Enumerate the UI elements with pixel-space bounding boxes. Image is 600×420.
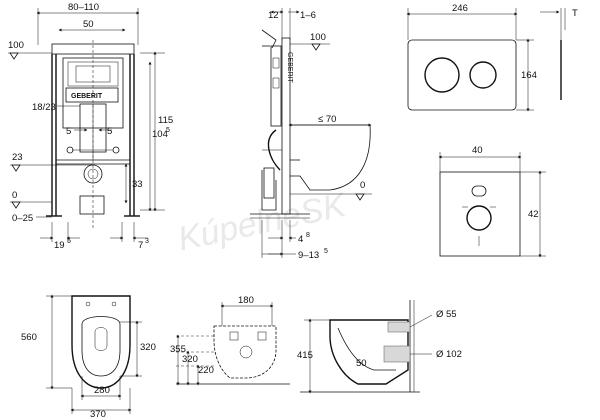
dim-355: 355 bbox=[170, 344, 186, 355]
dim-5-left: 5 bbox=[66, 126, 71, 137]
frame-front-view: 80–110 50 GEBERIT 100 bbox=[8, 2, 173, 251]
dim-T: T bbox=[572, 8, 578, 19]
dim-50-side: 50 bbox=[356, 358, 367, 369]
dim-1-6: 1–6 bbox=[300, 10, 316, 21]
dim-320-top: 320 bbox=[140, 342, 156, 353]
bowl-back-view: 180 355 320 220 bbox=[170, 295, 290, 386]
dim-415: 415 bbox=[297, 350, 313, 361]
dim-5-right: 5 bbox=[107, 126, 112, 137]
dim-le70: ≤ 70 bbox=[318, 114, 336, 125]
dim-104-sup: 5 bbox=[166, 127, 170, 134]
dim-104: 104 bbox=[152, 129, 168, 140]
dim-d55: Ø 55 bbox=[436, 309, 457, 320]
dim-9-13-sup: 5 bbox=[324, 248, 328, 255]
dim-164: 164 bbox=[521, 70, 537, 81]
dim-18-23: 18/23 bbox=[32, 102, 56, 113]
dim-9-13: 9–13 bbox=[298, 250, 319, 261]
dim-246: 246 bbox=[452, 3, 468, 14]
dim-320-back: 320 bbox=[182, 354, 198, 365]
wall-plate-view: 40 42 bbox=[438, 145, 546, 258]
dim-80-110: 80–110 bbox=[68, 2, 99, 13]
dim-7-sup: 3 bbox=[145, 238, 149, 245]
dim-4: 4 bbox=[298, 234, 303, 245]
dim-19-sup: 5 bbox=[67, 238, 71, 245]
level-23-label: 23 bbox=[12, 152, 23, 163]
dim-115: 115 bbox=[158, 115, 173, 126]
dim-180: 180 bbox=[238, 295, 254, 306]
dim-280: 280 bbox=[94, 385, 110, 396]
dim-370: 370 bbox=[90, 409, 106, 420]
side-level-0-label: 0 bbox=[360, 180, 365, 191]
brand-vertical: GEBERIT bbox=[286, 52, 293, 83]
dim-560: 560 bbox=[21, 332, 37, 343]
dim-33: 33 bbox=[132, 179, 143, 190]
dim-220: 220 bbox=[198, 365, 214, 376]
dim-19: 19 bbox=[54, 240, 65, 251]
dim-50: 50 bbox=[83, 19, 94, 30]
dim-12: 12 bbox=[268, 10, 279, 21]
side-level-100-label: 100 bbox=[310, 32, 326, 43]
bowl-top-view: 560 320 280 370 bbox=[21, 294, 156, 420]
level-0-label: 0 bbox=[12, 190, 17, 201]
bowl-side-view: 415 50 Ø 55 Ø 102 bbox=[297, 300, 462, 394]
flush-plate-view: 246 164 T bbox=[406, 3, 578, 112]
level-100-label: 100 bbox=[8, 40, 24, 51]
dim-4-sup: 8 bbox=[306, 232, 310, 239]
brand-label: GEBERIT bbox=[71, 93, 103, 100]
frame-side-view: 12 1–6 GEBERIT 100 ≤ 70 0 bbox=[250, 8, 372, 261]
dim-7: 7 bbox=[138, 240, 143, 251]
dim-40: 40 bbox=[472, 145, 483, 156]
dim-42: 42 bbox=[528, 209, 539, 220]
dim-d102: Ø 102 bbox=[436, 349, 462, 360]
dim-0-25: 0–25 bbox=[12, 213, 33, 224]
